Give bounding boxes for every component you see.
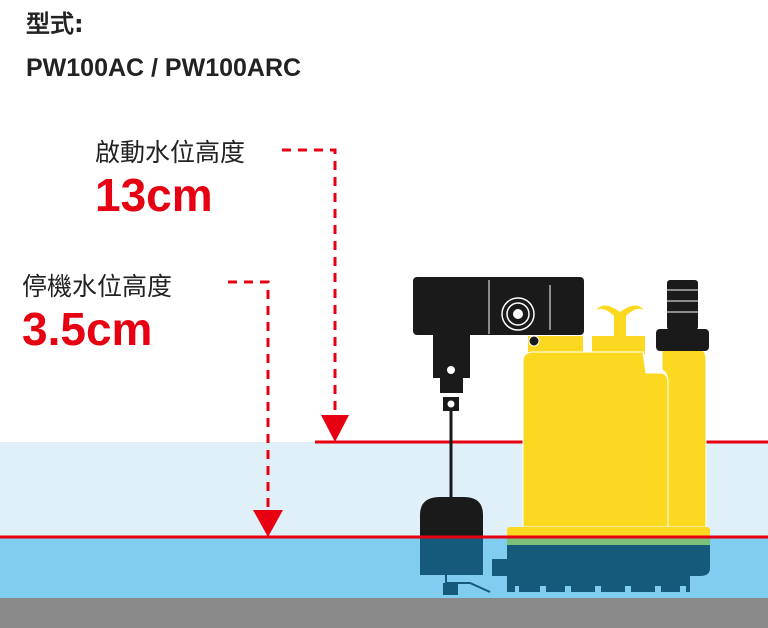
hose-outlet	[667, 280, 698, 330]
stop-level-guide	[228, 280, 270, 512]
start-arrow-icon	[321, 415, 349, 442]
pump	[507, 280, 710, 592]
start-level-guide	[282, 148, 337, 418]
stop-level-value: 3.5cm	[22, 303, 153, 355]
ground	[0, 598, 768, 628]
start-level-label: 啟動水位高度	[95, 138, 246, 167]
float-switch	[413, 277, 584, 595]
model-value: PW100AC / PW100ARC	[26, 54, 302, 82]
stop-level-label: 停機水位高度	[22, 272, 173, 301]
outlet-nut	[656, 329, 709, 351]
stop-arrow-icon	[253, 510, 283, 537]
controller-box	[413, 277, 584, 335]
float	[420, 497, 483, 537]
model-label: 型式:	[26, 10, 84, 38]
handle	[596, 305, 644, 337]
start-level-value: 13cm	[95, 169, 213, 221]
pump-base-submerged	[507, 545, 710, 592]
